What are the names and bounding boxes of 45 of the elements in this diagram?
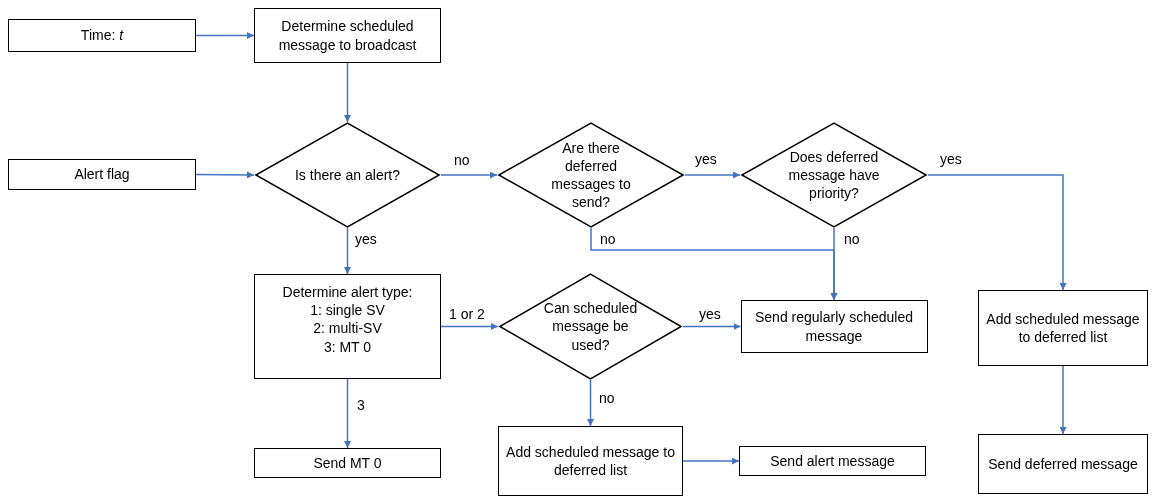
process-box xyxy=(739,446,926,476)
process-box xyxy=(8,159,196,190)
arrow xyxy=(195,32,255,39)
node-text: Add scheduled message to deferred list xyxy=(505,442,676,480)
node-text: Determine scheduled message to broadcast xyxy=(277,17,418,54)
arrow xyxy=(344,378,351,449)
node-text: 1: single SV xyxy=(310,301,385,320)
decision-diamond xyxy=(254,122,441,228)
node-text: Are there deferred messages to send? xyxy=(550,138,632,212)
process-box xyxy=(254,448,441,478)
arrow xyxy=(682,457,740,465)
node-text: Send regularly scheduled message xyxy=(754,308,914,345)
node-text: 2: multi-SV xyxy=(313,319,382,338)
arrow xyxy=(587,379,594,427)
arrow xyxy=(1059,365,1067,435)
arrow xyxy=(682,323,742,330)
node-text: Alert flag xyxy=(74,165,130,184)
arrow xyxy=(927,174,1067,291)
arrow xyxy=(344,62,351,123)
node-text: Does deferred message have priority? xyxy=(787,147,881,203)
process-box xyxy=(498,426,683,496)
process-box xyxy=(254,8,441,63)
arrow xyxy=(440,171,498,179)
decision-diamond xyxy=(497,122,685,228)
node-text: Add scheduled message to deferred list xyxy=(985,309,1141,347)
node-text: Determine alert type: xyxy=(282,283,413,302)
process-box xyxy=(740,300,928,353)
process-box xyxy=(8,19,196,52)
arrow xyxy=(684,171,741,179)
process-box xyxy=(978,434,1148,494)
node-text: Is there an alert? xyxy=(294,165,401,185)
node-text: Time: t xyxy=(80,26,124,45)
arrow xyxy=(830,227,838,301)
process-box xyxy=(254,274,441,379)
node-text: Send deferred message xyxy=(988,454,1138,474)
node-text: Can scheduled message be used? xyxy=(542,299,639,354)
node-text: 3: MT 0 xyxy=(323,337,372,356)
process-box xyxy=(978,290,1148,366)
decision-diamond xyxy=(498,273,683,380)
node-text: Send MT 0 xyxy=(313,453,382,473)
arrow xyxy=(440,323,499,330)
decision-diamond xyxy=(740,122,928,228)
node-text: Send alert message xyxy=(770,451,895,471)
arrow xyxy=(344,227,351,275)
arrow xyxy=(195,171,255,179)
